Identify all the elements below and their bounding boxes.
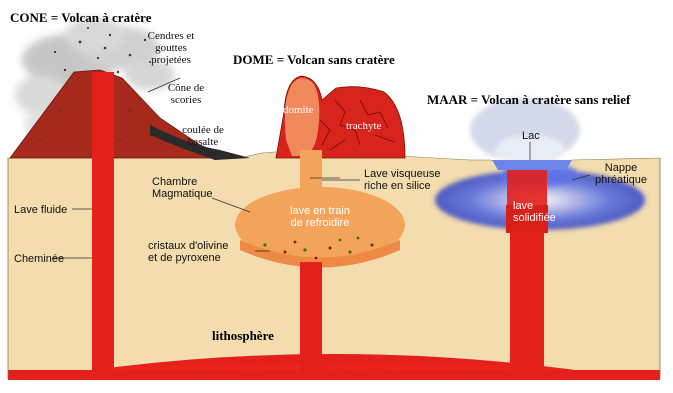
basalt-flow-label: coulée de basalte [172,124,234,148]
trachyte-label: trachyte [346,120,381,132]
lithosphere-label: lithosphère [212,328,274,344]
maar-title: MAAR = Volcan à cratère sans relief [427,92,630,108]
water-table-label: Nappe phréatique [590,162,652,186]
cooling-lava-label: lave en train de refroidire [278,205,362,229]
maar-lake [492,160,572,170]
domite-core [285,78,319,156]
maar-chimney-lower [510,233,544,374]
solidified-lava-label: lave solidifiée [513,200,556,224]
cone-title: CONE = Volcan à cratère [10,10,151,26]
chamber-label: Chambre Magmatique [152,176,213,200]
dome-chimney-lower [300,262,322,374]
chimney-label: Cheminée [14,253,64,265]
scoria-cone-label: Cône de scories [160,82,212,106]
ash-label: Cendres et gouttes projetées [140,30,202,66]
viscous-lava-label: Lave visqueuse riche en silice [364,168,440,192]
domite-label: domite [283,104,314,116]
fluid-lava-label: Lave fluide [14,204,67,216]
lake-label: Lac [522,130,540,142]
dome-title: DOME = Volcan sans cratère [233,52,395,68]
magma-label: MAGMA = asthénosphère [242,362,388,378]
crystals-label: cristaux d'olivine et de pyroxene [148,240,228,264]
cone-chimney [92,72,114,372]
